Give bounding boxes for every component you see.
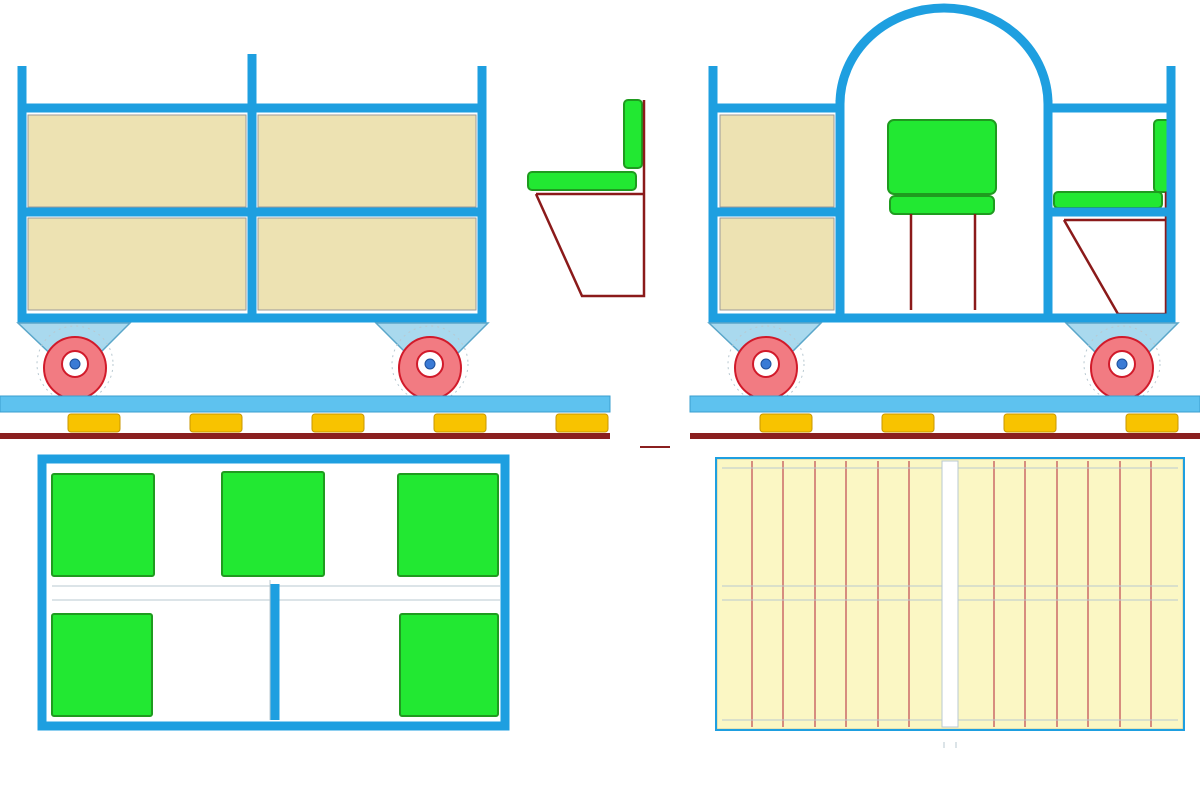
plan-seat-5	[399, 613, 499, 717]
track-ground-right	[690, 433, 1200, 439]
passenger-wagon-plan-view	[37, 454, 510, 731]
rail-right	[689, 395, 1200, 413]
cargo-wheel-left	[36, 325, 114, 403]
passenger-right-seat	[1053, 119, 1171, 316]
rail-left	[0, 395, 611, 413]
seat-backrest-cushion	[623, 99, 643, 169]
cargo-panel-bottom-left	[27, 217, 247, 311]
plan-seat-2	[221, 471, 325, 577]
plan-seat-3	[397, 473, 499, 577]
cargo-plan-boards	[751, 461, 1152, 727]
track-ground-gap-mark	[640, 446, 670, 448]
rail-track	[0, 395, 1200, 448]
plan-seat-4	[51, 613, 153, 717]
passenger-center-seat	[887, 119, 997, 310]
cargo-plan-center-divider	[941, 460, 959, 728]
track-ground-left	[0, 433, 610, 439]
plan-seat-1	[51, 473, 155, 577]
cargo-panel-bottom-right	[257, 217, 477, 311]
seat-base-cushion	[527, 171, 637, 191]
passenger-panel-bottom	[719, 217, 835, 311]
rail-sleepers	[67, 413, 1179, 433]
cargo-panel-top-right	[257, 114, 477, 208]
cargo-panel-top-left	[27, 114, 247, 208]
passenger-wagon-arch-roof	[835, 3, 1053, 105]
single-seat-side-view	[527, 99, 646, 298]
cargo-wagon-frame	[17, 54, 487, 323]
cargo-plan-frame	[715, 457, 1185, 731]
passenger-wheel-left	[727, 325, 805, 403]
cargo-wagon-side-view	[16, 54, 490, 403]
passenger-plan-frame	[37, 454, 510, 731]
passenger-wagon-frame	[708, 66, 1176, 323]
cargo-wagon-plan-view	[715, 457, 1185, 748]
seat-support-frame	[534, 100, 646, 298]
passenger-panel-top	[719, 114, 835, 208]
passenger-wagon-side-view	[707, 3, 1180, 403]
